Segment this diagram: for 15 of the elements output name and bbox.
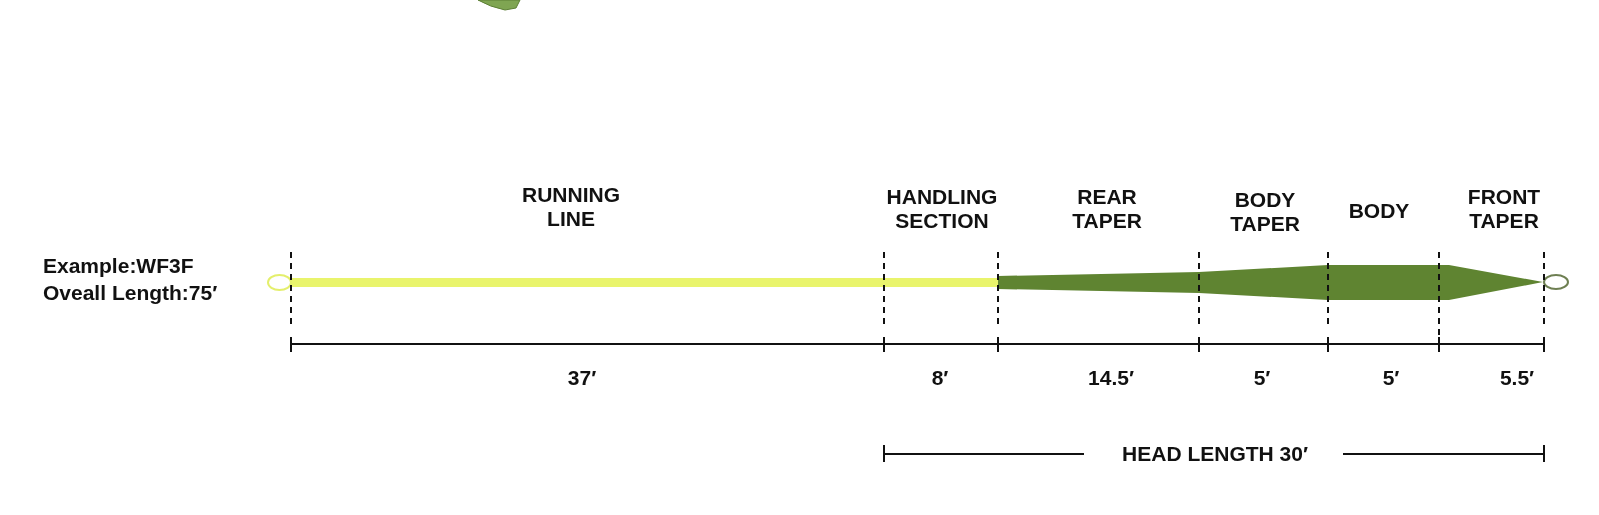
line-type-label: Example:WF3F — [43, 253, 194, 279]
length-value: 8′ — [931, 366, 949, 390]
section-label: BODY TAPER — [1230, 188, 1300, 236]
length-value: 37′ — [567, 366, 597, 390]
section-label: REAR TAPER — [1072, 185, 1142, 233]
head-length-label: HEAD LENGTH 30′ — [1122, 442, 1308, 466]
section-label: BODY — [1348, 199, 1410, 223]
section-label: HANDLING SECTION — [886, 185, 998, 233]
section-label: FRONT TAPER — [1467, 185, 1541, 233]
length-value: 14.5′ — [1088, 366, 1134, 390]
length-value: 5.5′ — [1499, 366, 1535, 390]
section-label: RUNNING LINE — [522, 183, 620, 231]
overall-length-label: Oveall Length:75′ — [43, 280, 218, 306]
length-value: 5′ — [1382, 366, 1400, 390]
length-value: 5′ — [1253, 366, 1271, 390]
